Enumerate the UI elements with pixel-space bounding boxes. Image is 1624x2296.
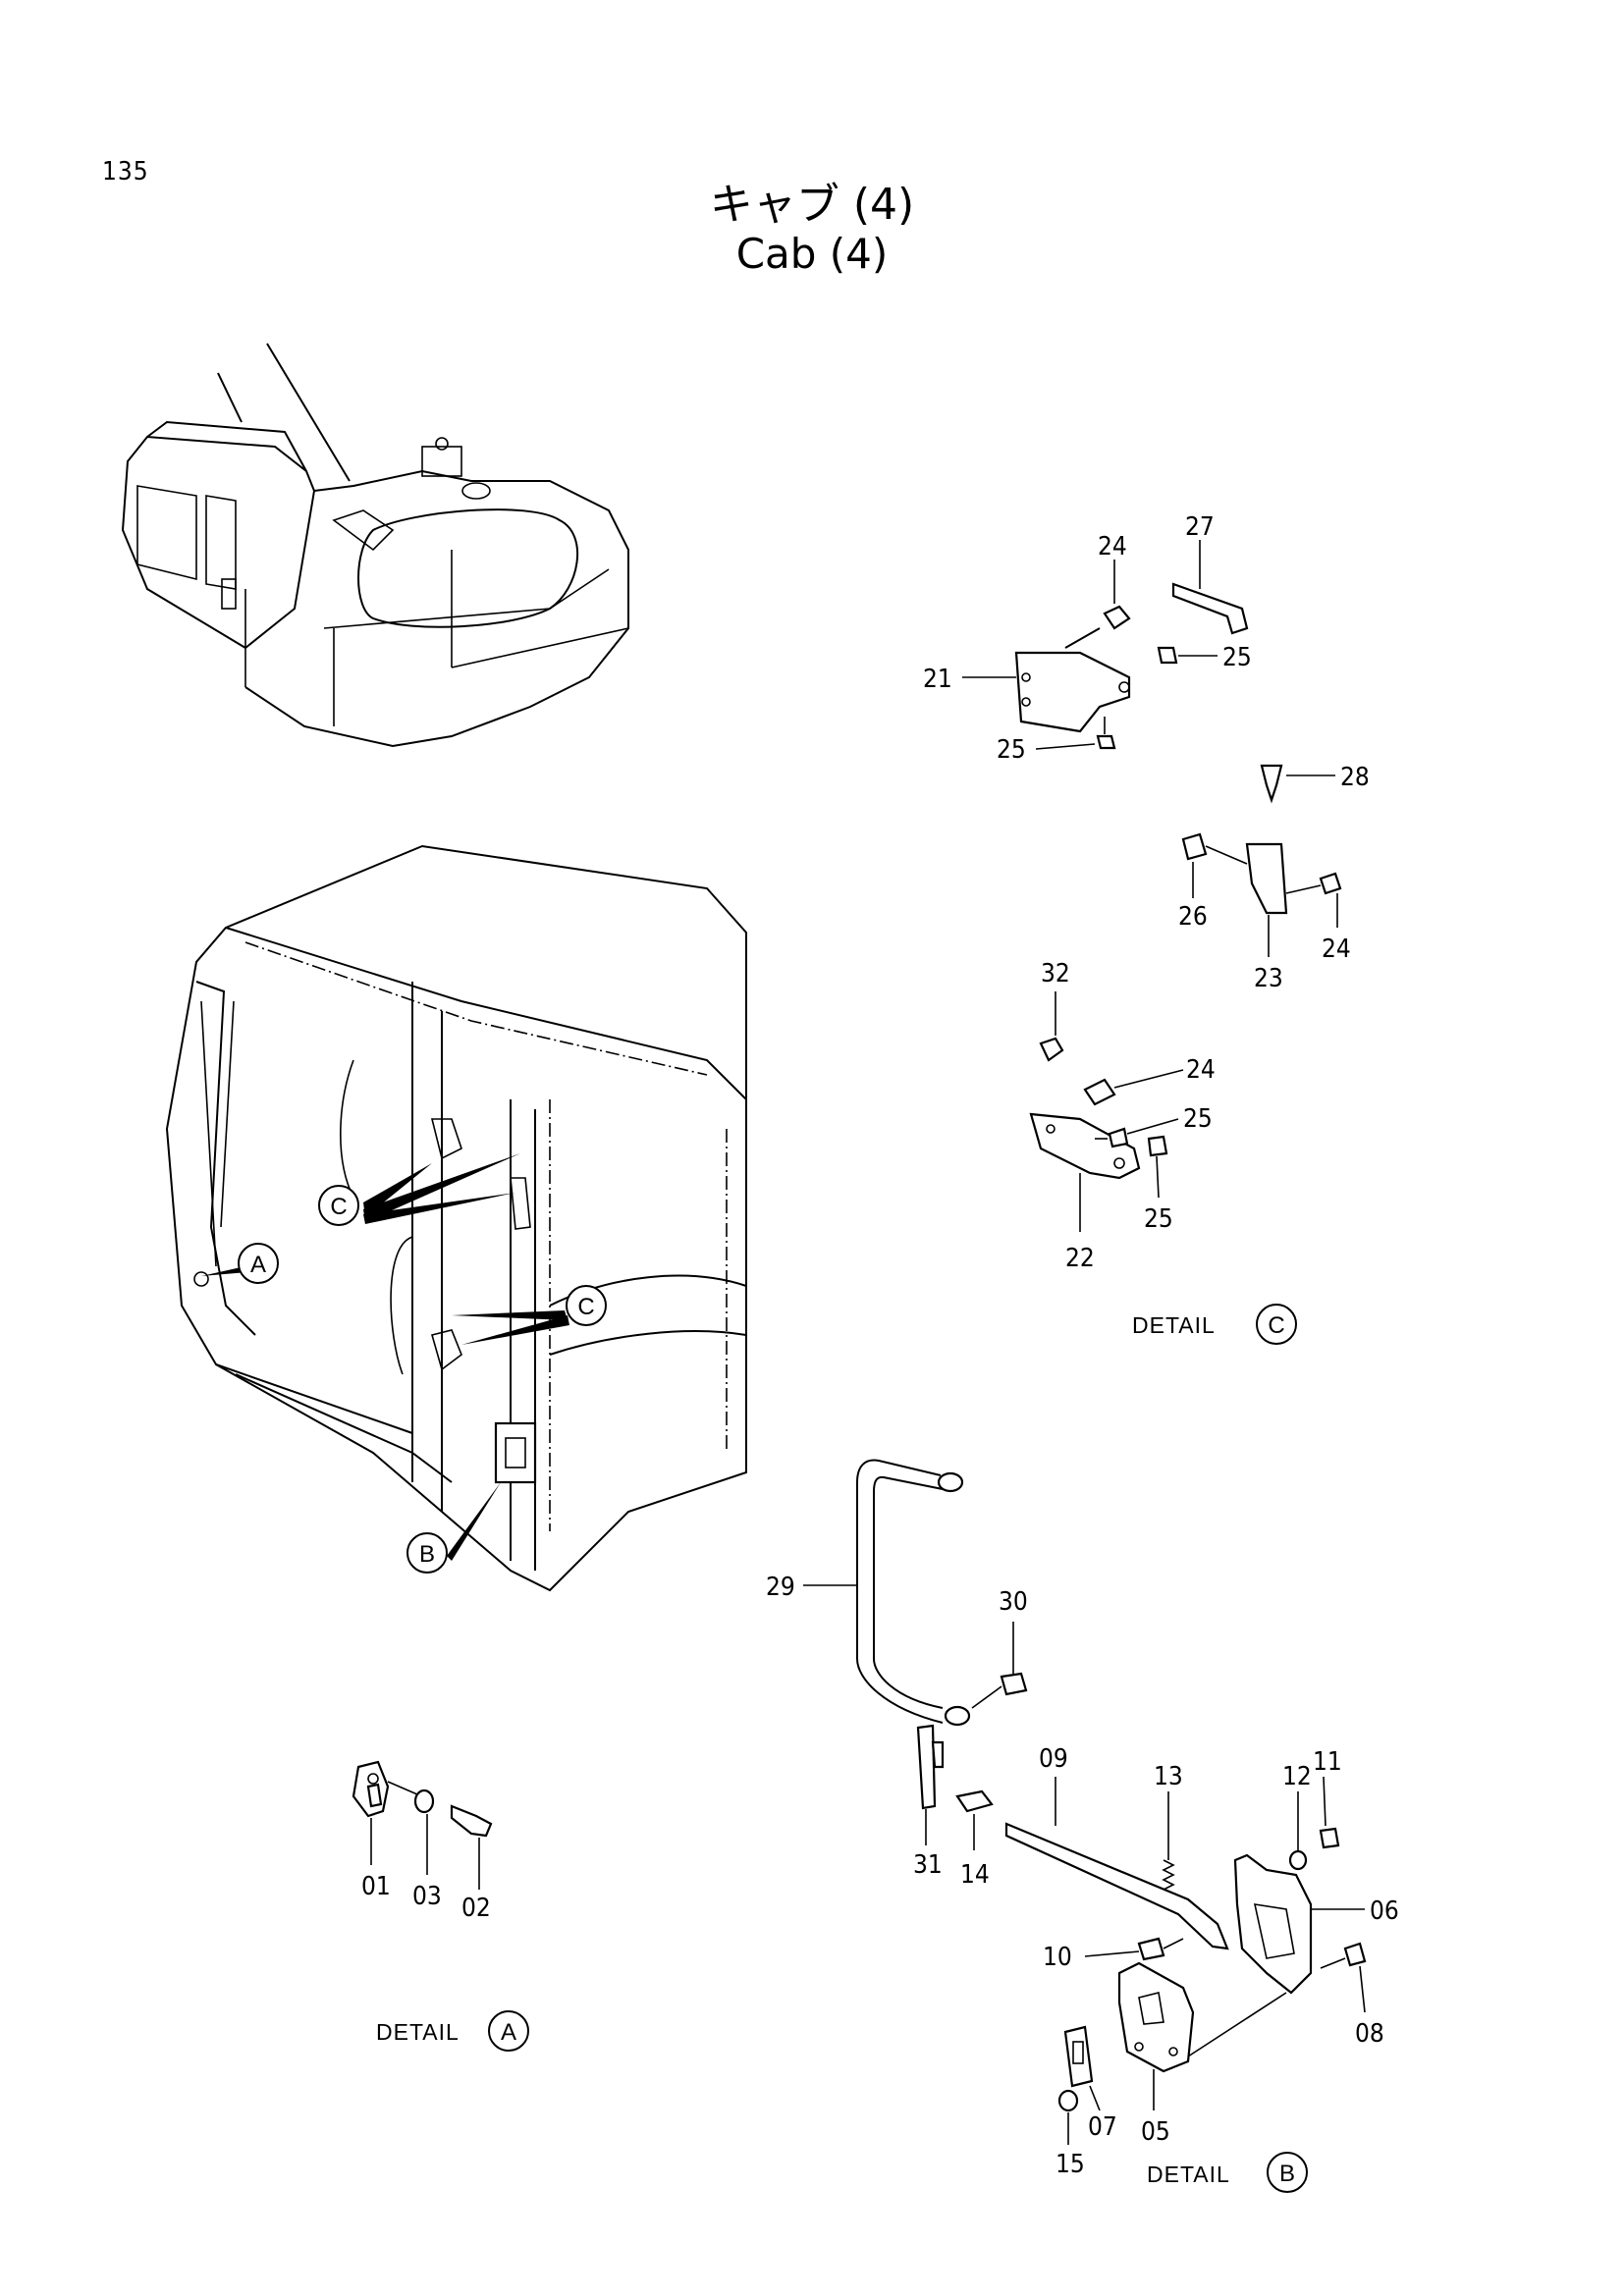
detail-a-parts: 01 03 02 DETAIL A xyxy=(352,1760,529,2052)
detail-a-caption: DETAIL xyxy=(376,2019,460,2045)
detail-c-leaders xyxy=(962,540,1338,1232)
part-label-29: 29 xyxy=(766,1573,795,1602)
detail-b-labels: 29 30 09 13 12 11 31 14 06 10 08 07 05 1… xyxy=(766,1573,1399,2193)
callout-c-2 xyxy=(566,1285,607,1326)
part-label-06: 06 xyxy=(1370,1896,1399,1926)
part-label-24: 24 xyxy=(1098,532,1127,561)
part-label-26: 26 xyxy=(1178,902,1208,932)
part-label-25: 25 xyxy=(997,735,1026,765)
part-label-12: 12 xyxy=(1282,1762,1312,1791)
excavator-overview-illustration xyxy=(121,343,629,748)
part-label-24: 24 xyxy=(1322,934,1351,964)
part-label-30: 30 xyxy=(999,1587,1028,1617)
callout-a-label: A xyxy=(250,1252,266,1278)
cab-callouts: C C A B xyxy=(201,1153,607,1574)
detail-b-leaders xyxy=(803,1584,1366,2145)
part-label-09: 09 xyxy=(1039,1744,1068,1774)
page-title-japanese: キャブ (4) xyxy=(709,180,915,230)
detail-c-marker xyxy=(1256,1304,1297,1345)
detail-a-letter: A xyxy=(501,2019,516,2046)
detail-b-letter: B xyxy=(1279,2161,1295,2187)
cab-main-illustration xyxy=(165,844,747,1592)
detail-c-parts xyxy=(1014,582,1342,1180)
callout-a xyxy=(238,1243,279,1284)
detail-b-parts xyxy=(856,1459,1367,2112)
detail-c-labels: 24 27 21 25 25 28 26 24 23 32 24 25 25 2… xyxy=(923,512,1370,1345)
part-label-13: 13 xyxy=(1154,1762,1183,1791)
part-label-24: 24 xyxy=(1186,1055,1216,1085)
part-label-27: 27 xyxy=(1185,512,1215,542)
detail-c-caption: DETAIL xyxy=(1132,1312,1216,1338)
callout-c-1-label: C xyxy=(330,1194,347,1220)
part-label-02: 02 xyxy=(461,1894,491,1923)
part-label-14: 14 xyxy=(960,1860,990,1890)
part-label-25: 25 xyxy=(1183,1104,1213,1134)
part-label-32: 32 xyxy=(1041,959,1070,988)
detail-b-marker xyxy=(1267,2152,1308,2193)
page-title-english: Cab (4) xyxy=(735,230,889,278)
detail-a-marker xyxy=(488,2010,529,2052)
part-label-25: 25 xyxy=(1144,1204,1173,1234)
part-label-22: 22 xyxy=(1065,1244,1095,1273)
part-label-03: 03 xyxy=(412,1882,442,1911)
part-label-05: 05 xyxy=(1141,2117,1170,2147)
part-label-28: 28 xyxy=(1340,763,1370,792)
part-label-21: 21 xyxy=(923,665,952,694)
page-number: 135 xyxy=(102,157,149,187)
callout-b-label: B xyxy=(419,1541,435,1568)
callout-b xyxy=(406,1532,448,1574)
part-label-23: 23 xyxy=(1254,964,1283,993)
callout-c-1 xyxy=(318,1185,359,1226)
detail-b-caption: DETAIL xyxy=(1147,2162,1230,2187)
part-label-15: 15 xyxy=(1056,2150,1085,2179)
part-label-11: 11 xyxy=(1313,1747,1342,1777)
part-label-31: 31 xyxy=(913,1850,943,1880)
part-label-08: 08 xyxy=(1355,2019,1384,2049)
part-label-25: 25 xyxy=(1222,643,1252,672)
detail-c-letter: C xyxy=(1268,1312,1284,1339)
part-label-01: 01 xyxy=(361,1872,391,1901)
callout-c-2-label: C xyxy=(577,1294,594,1320)
part-label-07: 07 xyxy=(1088,2112,1117,2142)
part-label-10: 10 xyxy=(1043,1943,1072,1972)
